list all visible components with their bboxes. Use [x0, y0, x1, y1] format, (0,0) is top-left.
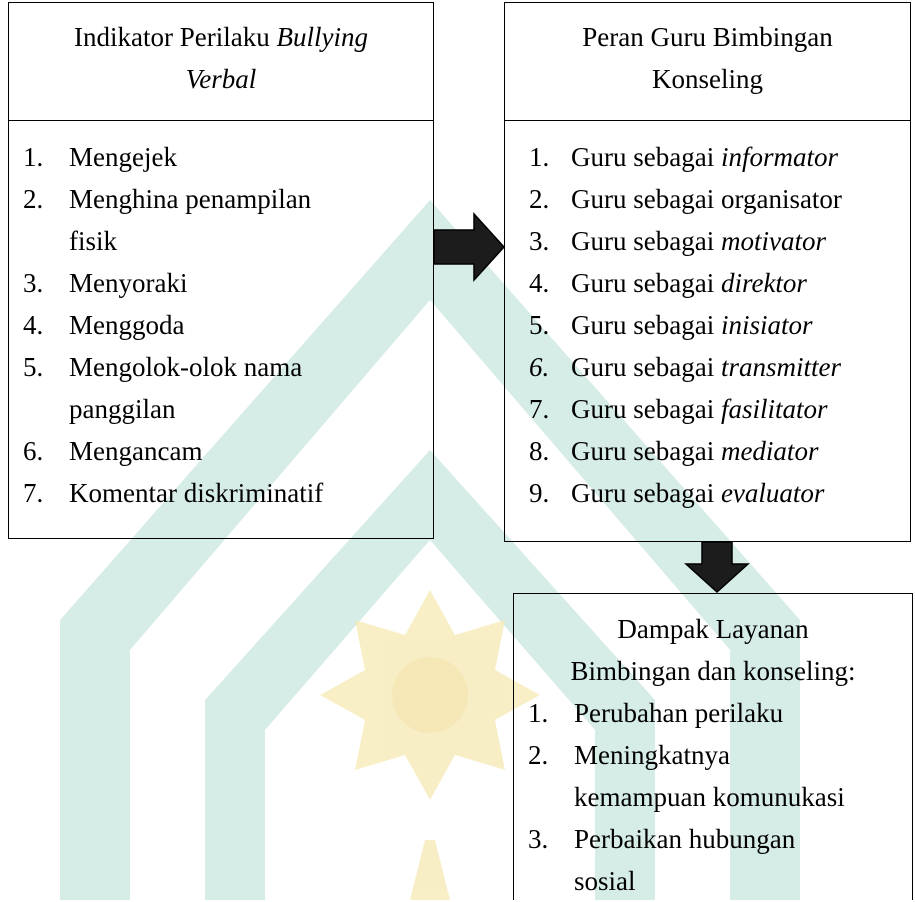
role-item: 7.Guru sebagai fasilitator	[529, 394, 828, 424]
roles-box: Peran Guru Bimbingan Konseling 1.Guru se…	[504, 2, 911, 542]
indicator-title-line2: Verbal	[185, 64, 257, 94]
indicator-item: 4.Menggoda	[23, 310, 185, 340]
roles-title-line1: Peran Guru Bimbingan	[582, 22, 833, 52]
roles-header: Peran Guru Bimbingan Konseling	[505, 3, 910, 121]
role-item: 4.Guru sebagai direktor	[529, 268, 807, 298]
indicator-header: Indikator Perilaku Bullying Verbal	[9, 3, 433, 121]
indicator-item: 6.Mengancam	[23, 436, 203, 466]
arrow-right-icon	[434, 212, 506, 282]
impact-box: Dampak Layanan Bimbingan dan konseling: …	[513, 593, 913, 900]
role-item: 9.Guru sebagai evaluator	[529, 478, 825, 508]
role-item: 3.Guru sebagai motivator	[529, 226, 826, 256]
roles-title-line2: Konseling	[652, 64, 763, 94]
role-item: 8.Guru sebagai mediator	[529, 436, 819, 466]
indicator-item: 1.Mengejek	[23, 142, 177, 172]
arrow-down-icon	[684, 542, 750, 594]
roles-list: 1.Guru sebagai informator 2.Guru sebagai…	[505, 136, 910, 514]
impact-title-line2: Bimbingan dan konseling:	[570, 656, 856, 686]
role-item: 1.Guru sebagai informator	[529, 142, 838, 172]
role-item: 2.Guru sebagai organisator	[529, 184, 842, 214]
indicator-item: 7.Komentar diskriminatif	[23, 478, 324, 508]
indicator-title-line1: Indikator Perilaku Bullying	[74, 22, 368, 52]
impact-item: 1.Perubahan perilaku	[528, 698, 784, 728]
impact-title-line1: Dampak Layanan	[617, 614, 809, 644]
role-item: 5.Guru sebagai inisiator	[529, 310, 813, 340]
role-item: 6.Guru sebagai transmitter	[529, 352, 841, 382]
indicator-box: Indikator Perilaku Bullying Verbal 1.Men…	[8, 2, 434, 539]
indicator-item: 3.Menyoraki	[23, 268, 188, 298]
impact-header: Dampak Layanan Bimbingan dan konseling:	[514, 608, 912, 692]
